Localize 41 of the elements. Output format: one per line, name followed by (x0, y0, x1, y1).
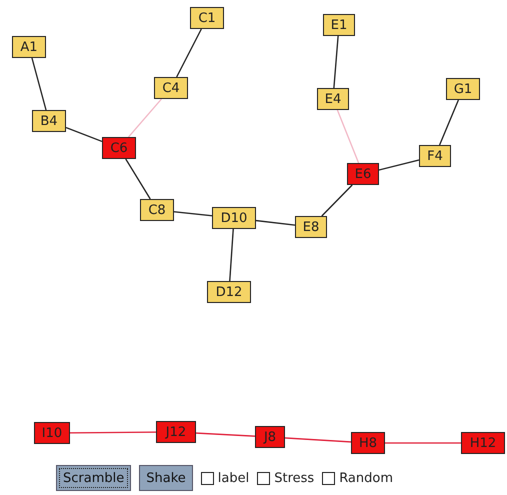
highlighted-node-box: C6 (102, 137, 136, 159)
highlighted-node-box: H12 (461, 432, 505, 454)
node-box: C4 (154, 77, 188, 99)
node-box: E8 (295, 216, 327, 238)
connector-line (229, 228, 234, 282)
connector-line (256, 220, 296, 226)
node-box: E4 (317, 88, 349, 110)
node-box: C8 (140, 199, 174, 221)
checkbox-label: Stress (274, 470, 314, 486)
connector-line (196, 432, 256, 437)
node-box: B4 (32, 110, 66, 132)
checkbox-label: Random (339, 470, 394, 486)
shake-button: Shake (139, 465, 193, 491)
connector-line (176, 28, 202, 78)
highlighted-node-box: J12 (156, 421, 196, 443)
scramble-button: Scramble (56, 465, 132, 491)
connector-line (439, 100, 459, 146)
connector-line (385, 442, 461, 444)
connector-line (125, 158, 151, 200)
highlighted-node-box: H8 (351, 432, 385, 454)
highlighted-node-box: I10 (34, 422, 70, 444)
connector-line (336, 110, 360, 164)
checkbox-label: label (218, 470, 250, 486)
node-box: C1 (190, 7, 224, 29)
connector-line (66, 126, 102, 142)
node-box: F4 (419, 145, 451, 167)
node-box: G1 (446, 78, 480, 100)
node-box: D10 (212, 207, 256, 229)
connector-line (174, 211, 212, 216)
connector-line (284, 437, 352, 443)
node-box: E1 (323, 14, 355, 36)
connector-line (378, 159, 420, 171)
connector-line (31, 58, 47, 110)
highlighted-node-box: J8 (255, 426, 285, 448)
node-box: D12 (207, 281, 251, 303)
node-box: A1 (12, 36, 46, 58)
connector-line (321, 184, 353, 216)
connector-line (70, 432, 156, 434)
connector-line (333, 36, 339, 88)
connector-line (128, 98, 162, 138)
highlighted-node-box: E6 (347, 163, 379, 185)
